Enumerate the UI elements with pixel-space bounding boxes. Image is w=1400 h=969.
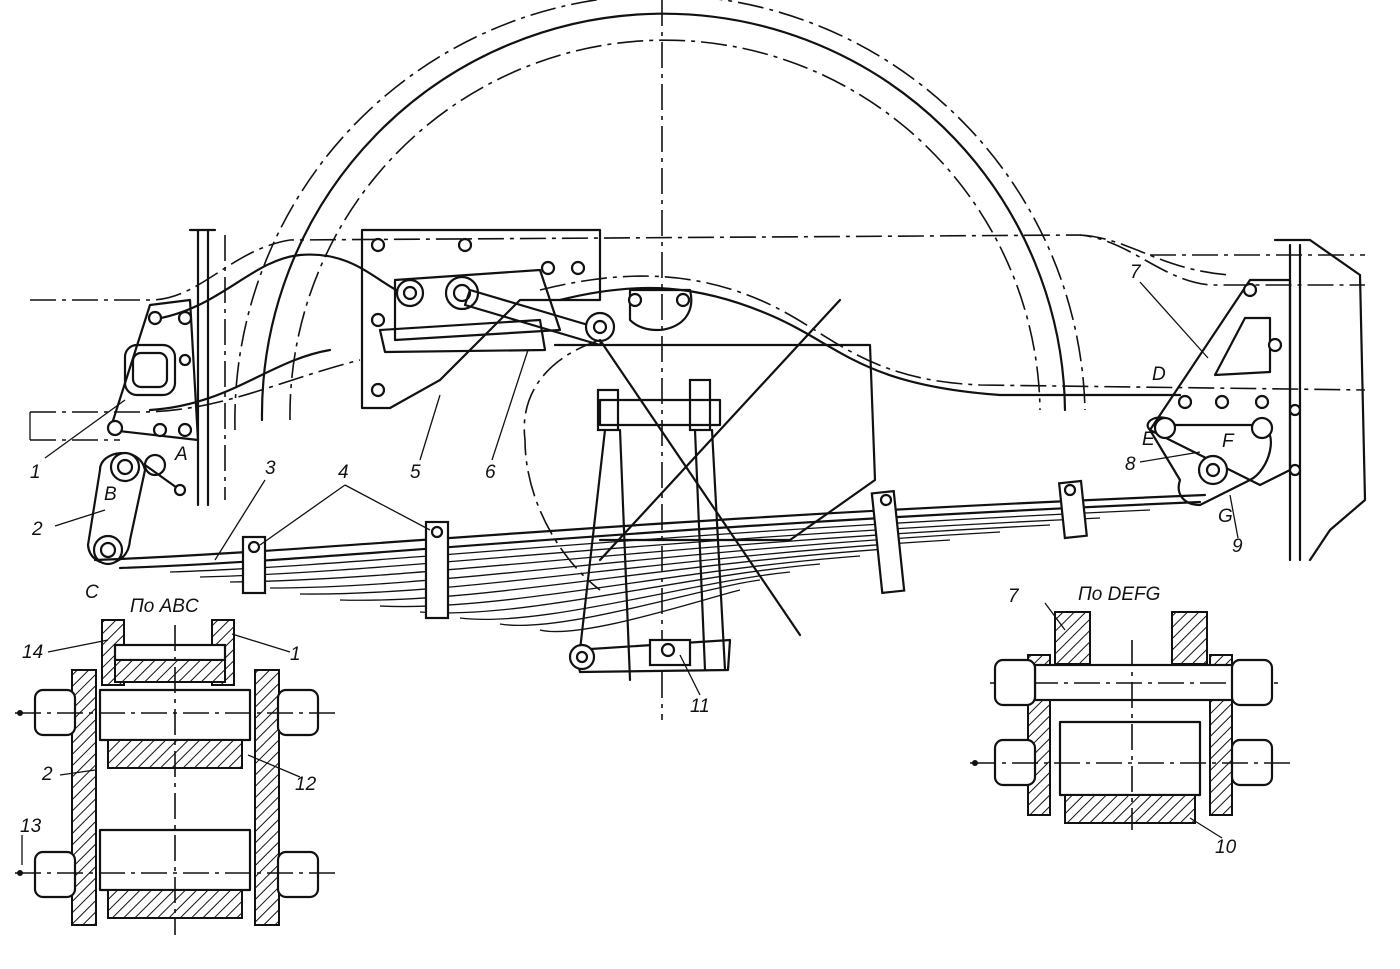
callout-2-section: 2 [41, 764, 53, 785]
callout-1: 1 [30, 462, 41, 483]
callout-4: 4 [338, 462, 349, 483]
callout-13: 13 [20, 816, 42, 837]
section-defg-caption: По DEFG [1078, 584, 1160, 605]
callout-7: 7 [1130, 262, 1142, 283]
callout-2: 2 [31, 519, 43, 540]
point-f: F [1222, 431, 1235, 452]
point-a: A [174, 444, 188, 465]
callout-1-section: 1 [290, 644, 301, 665]
point-e: E [1142, 429, 1155, 450]
callout-14: 14 [22, 642, 43, 663]
callout-7-section: 7 [1008, 586, 1020, 607]
callout-6: 6 [485, 462, 496, 483]
section-abc [15, 619, 340, 935]
axle-assembly [523, 298, 877, 682]
callout-12: 12 [295, 774, 317, 795]
callout-5: 5 [410, 462, 421, 483]
callout-10: 10 [1215, 837, 1237, 858]
front-bracket [106, 228, 226, 507]
shock-absorber-assembly [360, 228, 693, 410]
spring-shackle [86, 451, 187, 566]
point-labels: A B C D E F G [85, 364, 1235, 603]
spring-clamps [241, 479, 1088, 620]
section-defg [970, 611, 1295, 830]
frame-rail [29, 234, 1366, 441]
callout-9: 9 [1232, 536, 1243, 557]
point-c: C [85, 582, 99, 603]
point-b: B [104, 484, 117, 505]
section-abc-caption: По ABC [130, 596, 199, 617]
wheel-arch [234, 0, 1086, 720]
point-g: G [1218, 506, 1233, 527]
callout-11: 11 [690, 696, 710, 717]
callout-8: 8 [1125, 454, 1136, 475]
rear-bracket [1146, 238, 1367, 562]
callout-labels: 1 1 2 2 3 4 5 6 7 7 8 9 10 11 12 13 14 [20, 262, 1243, 858]
callout-3: 3 [265, 458, 276, 479]
point-d: D [1152, 364, 1166, 385]
leader-lines [21, 281, 1239, 865]
